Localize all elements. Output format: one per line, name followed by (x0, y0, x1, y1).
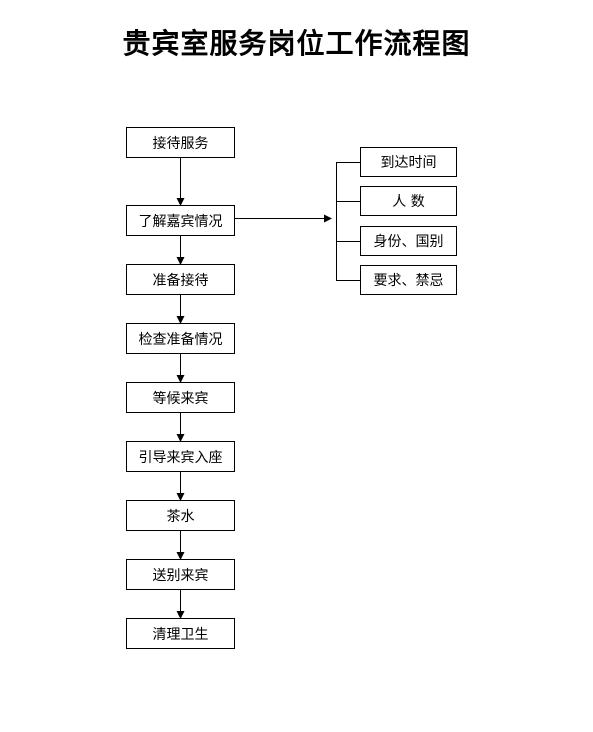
step-prepare-reception: 准备接待 (126, 264, 235, 295)
step-reception-service: 接待服务 (126, 127, 235, 158)
step-check-preparation: 检查准备情况 (126, 323, 235, 354)
step-learn-guest-info: 了解嘉宾情况 (126, 205, 235, 236)
step-clean-up: 清理卫生 (126, 618, 235, 649)
page-title: 贵宾室服务岗位工作流程图 (122, 27, 471, 60)
step-wait-guests: 等候来宾 (126, 382, 235, 413)
detail-headcount: 人 数 (360, 186, 457, 216)
detail-arrival-time: 到达时间 (360, 147, 457, 177)
step-serve-tea: 茶水 (126, 500, 235, 531)
detail-requests-taboos: 要求、禁忌 (360, 265, 457, 295)
step-guide-guests-seat: 引导来宾入座 (126, 441, 235, 472)
detail-identity-nationality: 身份、国别 (360, 226, 457, 256)
step-see-off-guests: 送别来宾 (126, 559, 235, 590)
